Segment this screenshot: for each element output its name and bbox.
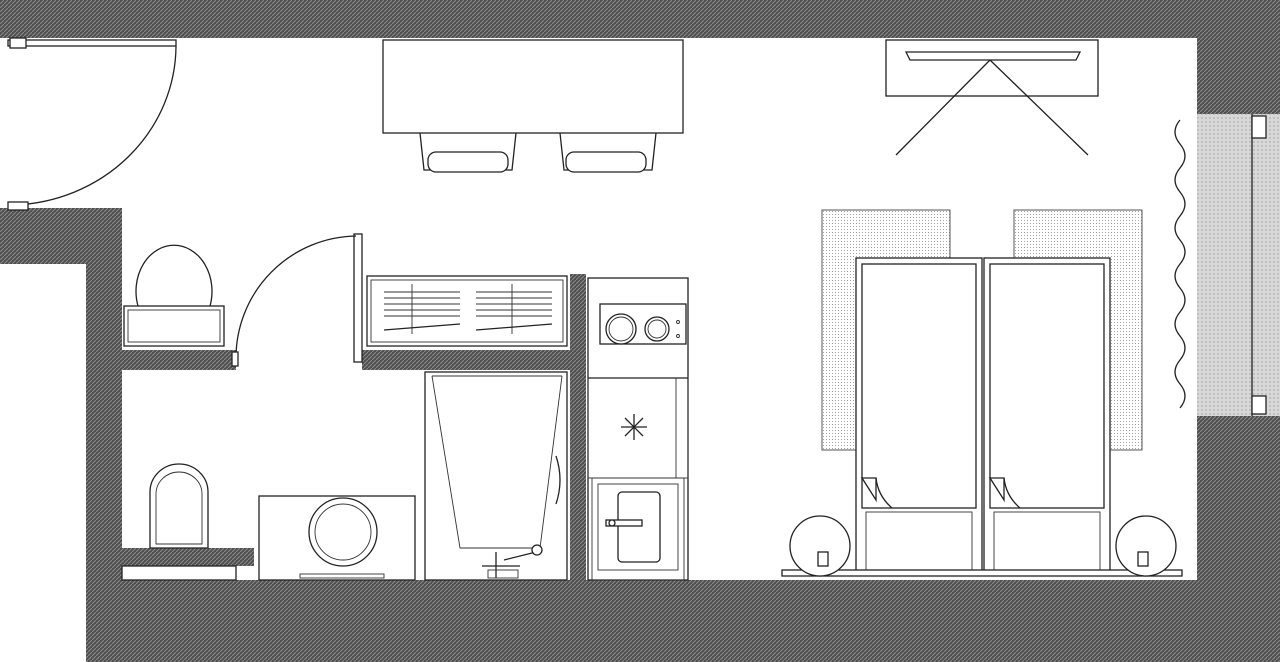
- window: [1174, 114, 1280, 416]
- entry-console: [123, 305, 225, 347]
- bed-area: [781, 209, 1183, 577]
- chair-right: [559, 132, 657, 173]
- wall-bottom: [86, 580, 1280, 662]
- entry-door-stop: [7, 201, 29, 211]
- bed-right: [983, 257, 1111, 575]
- wardrobe-hangers-left: [383, 284, 461, 334]
- nightstand-lamp-left: [789, 515, 851, 577]
- entry-door: [7, 37, 177, 211]
- wall-right-upper: [1197, 38, 1280, 114]
- kitchen-sink: [591, 477, 685, 581]
- bed-left: [855, 257, 983, 575]
- entry-door-leaf: [7, 39, 177, 47]
- tv-unit: [885, 39, 1099, 156]
- nightstand-lamp-right: [1115, 515, 1177, 577]
- entry-door-swing: [13, 45, 177, 206]
- kitchenette: [587, 277, 689, 581]
- window-latch-bottom: [1251, 395, 1267, 415]
- wall-right-lower: [1197, 416, 1280, 580]
- bed-base-rail: [781, 569, 1183, 577]
- wardrobe-hangers-right: [475, 284, 553, 334]
- bathroom-door-stop: [231, 351, 239, 367]
- entry-stool: [135, 244, 213, 307]
- hob: [599, 303, 687, 345]
- shower-door-handle: [555, 455, 561, 505]
- bathroom-door-swing: [235, 235, 357, 359]
- wardrobe: [366, 275, 568, 347]
- desk-area: [382, 39, 684, 173]
- bathroom: [149, 371, 568, 581]
- desk: [382, 39, 684, 134]
- tv-cabinet: [885, 39, 1099, 97]
- wardrobe-body: [366, 275, 568, 347]
- curtain: [1174, 119, 1186, 409]
- washbasin: [258, 495, 416, 581]
- bath-threshold-outline: [121, 565, 237, 581]
- wall-bath-top-left: [122, 350, 236, 370]
- tv-screen: [904, 51, 1082, 61]
- wall-bath-ledge: [122, 548, 254, 566]
- bathroom-door-leaf: [353, 233, 363, 363]
- window-glass: [1197, 114, 1280, 416]
- sink-faucet: [605, 519, 643, 527]
- window-latch-top: [1251, 115, 1267, 139]
- wall-bath-right: [570, 274, 586, 580]
- snowflake-icon: [621, 414, 647, 440]
- bathroom-door: [231, 233, 363, 367]
- toilet: [149, 463, 209, 549]
- wall-top: [0, 0, 1280, 38]
- tv-view-angle: [895, 59, 1089, 156]
- bath-threshold: [122, 566, 236, 580]
- shower-tap-icon: [482, 544, 543, 579]
- wall-bath-top-right: [362, 350, 586, 370]
- shower: [424, 371, 568, 581]
- chair-left: [419, 132, 517, 173]
- entry-shelf: [123, 244, 225, 347]
- entry-door-hinge: [9, 37, 27, 49]
